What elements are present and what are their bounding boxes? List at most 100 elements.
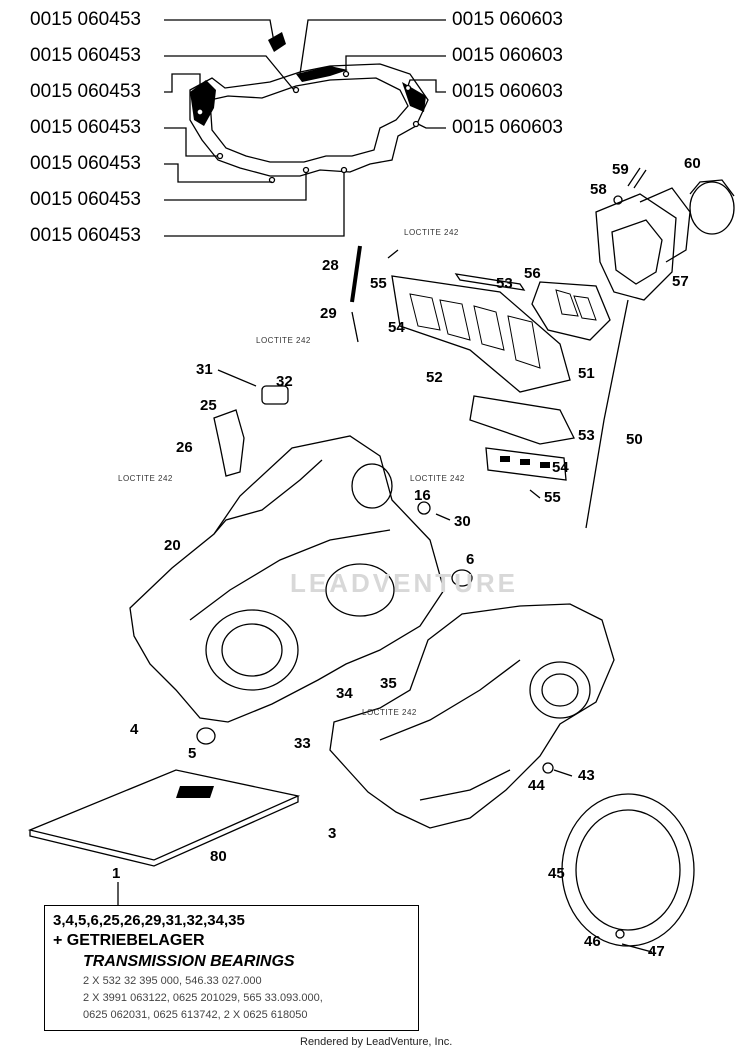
bearing-bore-inner [221, 623, 283, 677]
oring-16 [417, 501, 431, 515]
kit-part-numbers-line: 2 X 3991 063122, 0625 201029, 565 33.093… [83, 992, 323, 1004]
part-number-20: 20 [164, 537, 181, 554]
bolt-31 [217, 369, 257, 387]
gasket-callout-left: 0015 060453 [30, 189, 141, 210]
callout-leader [164, 19, 275, 43]
spacer-32 [261, 385, 289, 405]
oil-line-28 [350, 245, 362, 303]
footer-credit: Rendered by LeadVenture, Inc. [300, 1036, 453, 1048]
fitting-29 [351, 311, 359, 343]
gasket-callout-left: 0015 060453 [30, 117, 141, 138]
callout-leader [164, 172, 307, 201]
part-number-28: 28 [322, 257, 339, 274]
gasket-callout-left: 0015 060453 [30, 9, 141, 30]
part-number-34: 34 [336, 685, 353, 702]
callout-leader [417, 123, 446, 129]
bushing-6 [451, 569, 473, 587]
reed-slot [520, 459, 530, 465]
gasket-inner [209, 77, 409, 163]
part-number-50: 50 [626, 431, 643, 448]
part-number-25: 25 [200, 397, 217, 414]
kit-contents-box: 3,4,5,6,25,26,29,31,32,34,35 + GETRIEBEL… [44, 905, 419, 1031]
case-rib [189, 529, 391, 621]
part-number-59: 59 [612, 161, 629, 178]
part-number-1: 1 [112, 865, 121, 882]
watermark: LEADVENTURE [290, 568, 519, 598]
gasket-callout-right: 0015 060603 [452, 81, 563, 102]
crankcase-left-20 [129, 435, 445, 723]
part-number-16: 16 [414, 487, 431, 504]
gasket-callout-right: 0015 060603 [452, 117, 563, 138]
callout-leader [345, 55, 446, 72]
callout-leader [164, 55, 295, 91]
clamp-60-band [689, 179, 735, 197]
part-number-46: 46 [584, 933, 601, 950]
washer-58 [613, 195, 623, 205]
part-number-31: 31 [196, 361, 213, 378]
reed-petal [507, 315, 541, 369]
gasket-dark-edge [296, 66, 348, 82]
kit-title-german: + GETRIEBELAGER [53, 932, 205, 949]
intake-boot [639, 187, 691, 263]
manual-logo [176, 786, 214, 798]
cover-screw-47 [621, 943, 653, 953]
gasket-hole [216, 152, 224, 160]
loctite-note: LOCTITE 242 [362, 708, 417, 717]
reed-petal [439, 299, 471, 341]
part-number-32: 32 [276, 373, 293, 390]
gasket-hole [196, 108, 204, 116]
part-number-55: 55 [370, 275, 387, 292]
ignition-cover-rim [575, 809, 681, 931]
bearing-bore-right [529, 661, 591, 719]
loctite-note: LOCTITE 242 [410, 474, 465, 483]
bearing-bore-right-inner [541, 673, 579, 707]
reed-stop-53 [454, 273, 526, 291]
part-number-30: 30 [454, 513, 471, 530]
part-number-54: 54 [552, 459, 569, 476]
gasket-left-lobe [190, 80, 216, 126]
leader-50 [585, 299, 629, 529]
bearing-bore [205, 609, 299, 691]
kit-parts-list: 3,4,5,6,25,26,29,31,32,34,35 [53, 912, 245, 929]
part-number-54: 54 [388, 319, 405, 336]
gasket-hole [342, 70, 350, 78]
clamp-60 [689, 181, 735, 235]
part-number-57: 57 [672, 273, 689, 290]
loctite-note: LOCTITE 242 [118, 474, 173, 483]
gasket-small-part [268, 32, 286, 52]
plug-43 [553, 769, 573, 777]
crank-opening [351, 463, 393, 509]
callout-leader [164, 172, 345, 237]
gasket-hole [292, 86, 300, 94]
reed-petal [473, 305, 505, 351]
gasket-callout-left: 0015 060453 [30, 81, 141, 102]
gasket-hole [412, 120, 420, 128]
loctite-note: LOCTITE 242 [404, 228, 459, 237]
reed-cage-56 [531, 281, 611, 341]
part-number-53: 53 [496, 275, 513, 292]
intake-flange-port [611, 219, 663, 285]
kit-title-english: TRANSMISSION BEARINGS [83, 953, 295, 970]
part-number-60: 60 [684, 155, 701, 172]
screw-59 [627, 167, 647, 189]
case-flange [213, 459, 323, 535]
kit-part-numbers-line: 2 X 532 32 395 000, 546.33 027.000 [83, 975, 262, 987]
reed-block-51 [391, 275, 571, 393]
callout-leader [407, 79, 446, 93]
callout-leader [164, 163, 272, 183]
gasket-hole [302, 166, 310, 174]
part-number-80: 80 [210, 848, 227, 865]
plug-30 [435, 513, 451, 521]
reed-petal [409, 293, 441, 331]
manual-edge [29, 796, 299, 867]
part-number-5: 5 [188, 745, 197, 762]
cylinder-bore [325, 563, 395, 617]
gasket-callout-right: 0015 060603 [452, 45, 563, 66]
reed-petal [573, 295, 597, 321]
part-number-47: 47 [648, 943, 665, 960]
part-number-35: 35 [380, 675, 397, 692]
part-number-51: 51 [578, 365, 595, 382]
case-flange-right [419, 769, 511, 801]
